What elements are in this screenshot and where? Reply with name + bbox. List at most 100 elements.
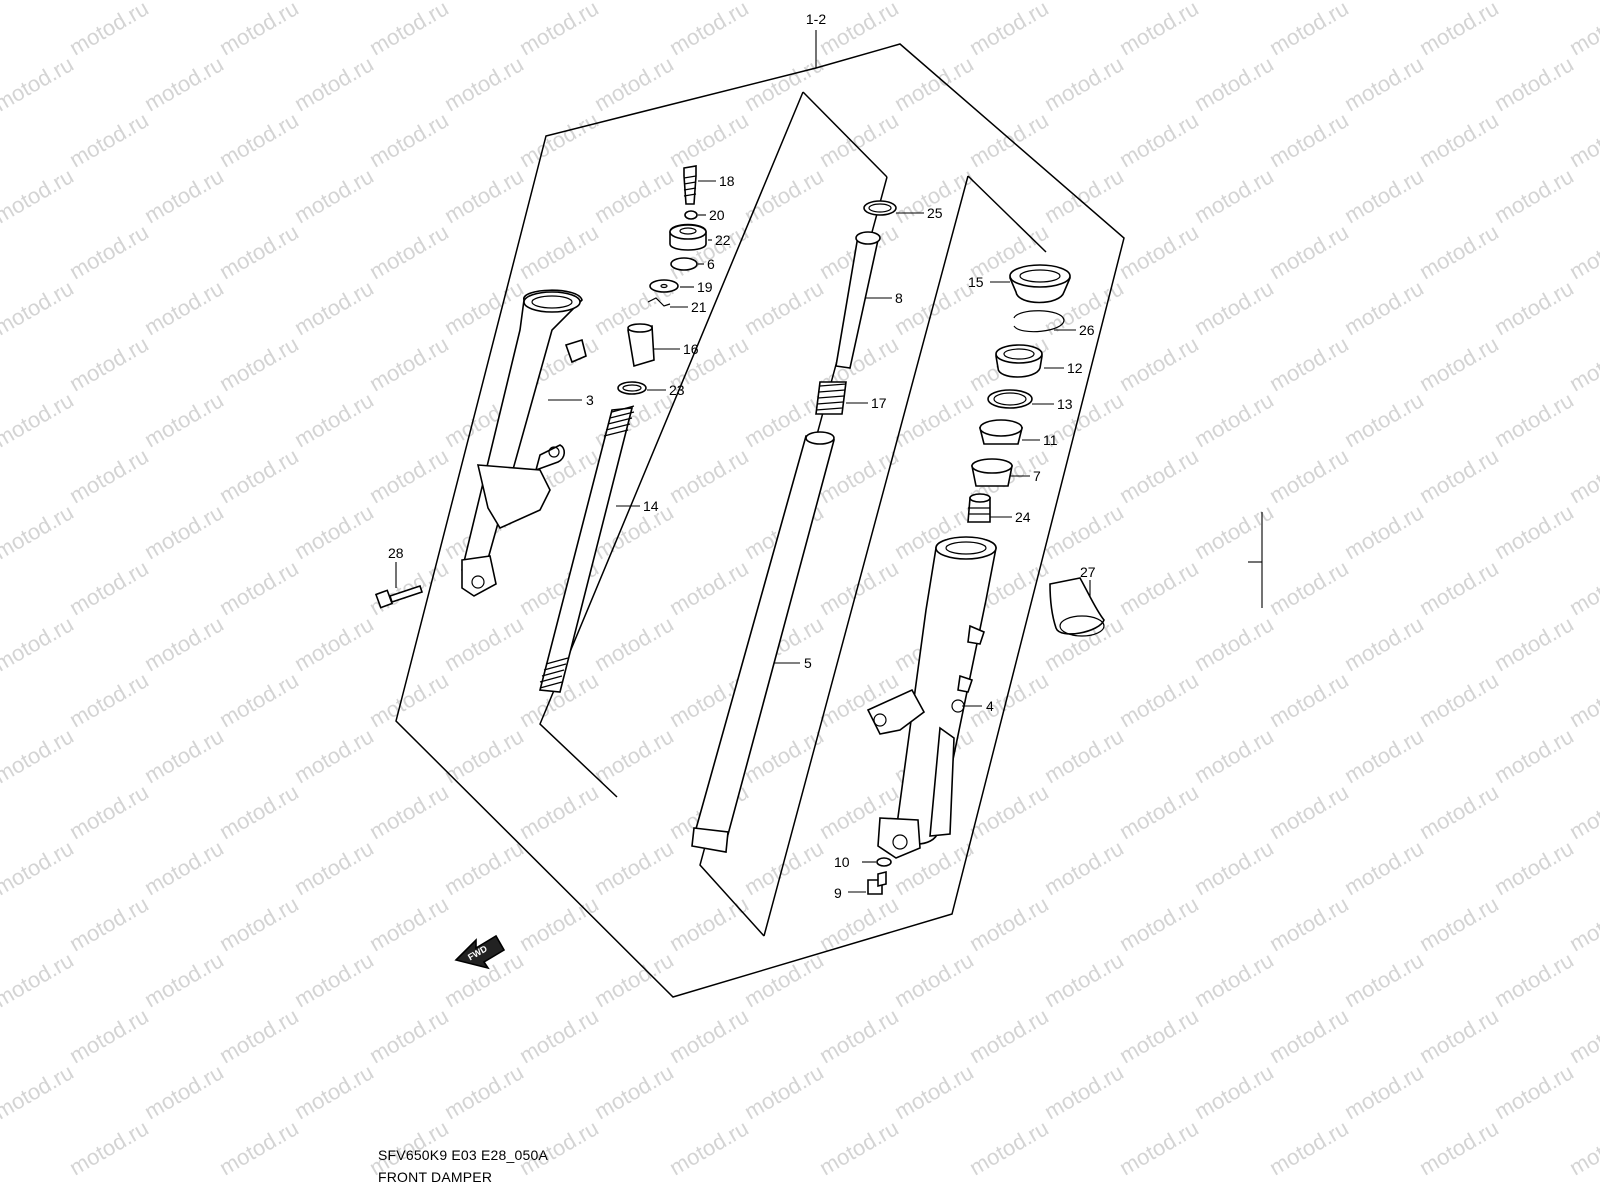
watermark-text: motod.ru	[0, 0, 78, 4]
watermark-text: motod.ru	[1415, 331, 1503, 396]
watermark-text: motod.ru	[1565, 555, 1600, 620]
watermark-text: motod.ru	[65, 891, 153, 956]
label-8: 8	[895, 290, 903, 306]
watermark-text: motod.ru	[1115, 779, 1203, 844]
watermark-text: motod.ru	[1190, 723, 1278, 788]
watermark-text: motod.ru	[1190, 0, 1278, 4]
watermark-text: motod.ru	[0, 275, 78, 340]
watermark-text: motod.ru	[365, 219, 453, 284]
label-12: 12	[1067, 360, 1083, 376]
watermark-text: motod.ru	[1340, 51, 1428, 116]
watermark-text: motod.ru	[1115, 331, 1203, 396]
watermark-text: motod.ru	[665, 1003, 753, 1068]
watermark-text: motod.ru	[740, 835, 828, 900]
watermark-text: motod.ru	[440, 1059, 528, 1124]
watermark-text: motod.ru	[140, 835, 228, 900]
watermark-text: motod.ru	[965, 1003, 1053, 1068]
watermark-text: motod.ru	[65, 1115, 153, 1180]
watermark-text: motod.ru	[815, 1115, 903, 1180]
watermark-text: motod.ru	[1340, 947, 1428, 1012]
watermark-text: motod.ru	[215, 107, 303, 172]
watermark-text: motod.ru	[515, 891, 603, 956]
watermark-text: motod.ru	[1490, 499, 1578, 564]
watermark-text: motod.ru	[1040, 499, 1128, 564]
watermark-text: motod.ru	[65, 107, 153, 172]
watermark-text: motod.ru	[1415, 0, 1503, 60]
watermark-text: motod.ru	[1490, 163, 1578, 228]
watermark-text: motod.ru	[665, 1115, 753, 1180]
label-26: 26	[1079, 322, 1095, 338]
watermark-text: motod.ru	[65, 555, 153, 620]
watermark-text: motod.ru	[1265, 0, 1353, 60]
watermark-text: motod.ru	[215, 1003, 303, 1068]
watermark-text: motod.ru	[1190, 499, 1278, 564]
watermark-text: motod.ru	[1490, 947, 1578, 1012]
watermark-text: motod.ru	[965, 107, 1053, 172]
label-28: 28	[388, 545, 404, 561]
spacer-16	[627, 323, 655, 368]
watermark-text: motod.ru	[515, 0, 603, 60]
watermark-text: motod.ru	[140, 1059, 228, 1124]
washer-23	[617, 381, 647, 395]
watermark-text: motod.ru	[815, 555, 903, 620]
rebound-spring-17	[815, 381, 847, 415]
watermark-text: motod.ru	[215, 667, 303, 732]
watermark-text: motod.ru	[1565, 443, 1600, 508]
label-11: 11	[1043, 432, 1058, 448]
label-17: 17	[871, 395, 887, 411]
watermark-text: motod.ru	[1040, 835, 1128, 900]
watermark-text: motod.ru	[440, 163, 528, 228]
oil-seal-12	[995, 344, 1043, 378]
spring-group-outline	[539, 91, 804, 798]
watermark-text: motod.ru	[1265, 1115, 1353, 1180]
watermark-text: motod.ru	[215, 1115, 303, 1180]
watermark-text: motod.ru	[740, 275, 828, 340]
label-16: 16	[683, 341, 699, 357]
watermark-text: motod.ru	[965, 667, 1053, 732]
watermark-text: motod.ru	[1565, 1115, 1600, 1180]
label-25: 25	[927, 205, 943, 221]
dust-seal-15	[1009, 264, 1071, 304]
watermark-text: motod.ru	[1490, 275, 1578, 340]
watermark-text: motod.ru	[1490, 723, 1578, 788]
watermark-text: motod.ru	[65, 779, 153, 844]
watermark-text: motod.ru	[1340, 387, 1428, 452]
label-22: 22	[715, 232, 731, 248]
label-20: 20	[709, 207, 725, 223]
inner-tube-5	[691, 431, 836, 853]
watermark-text: motod.ru	[215, 331, 303, 396]
watermark-text: motod.ru	[215, 891, 303, 956]
label-3: 3	[586, 392, 594, 408]
watermark-text: motod.ru	[1115, 443, 1203, 508]
watermark-text: motod.ru	[290, 275, 378, 340]
watermark-text: motod.ru	[140, 723, 228, 788]
watermark-text: motod.ru	[440, 611, 528, 676]
watermark-text: motod.ru	[290, 499, 378, 564]
watermark-text: motod.ru	[140, 163, 228, 228]
watermark-text: motod.ru	[1565, 219, 1600, 284]
watermark-text: motod.ru	[65, 331, 153, 396]
watermark-text: motod.ru	[0, 1003, 3, 1068]
stopper-ring-26	[1013, 310, 1065, 333]
watermark-text: motod.ru	[1490, 387, 1578, 452]
damper-group-outline	[802, 91, 888, 178]
watermark-text: motod.ru	[215, 0, 303, 60]
watermark-text: motod.ru	[365, 443, 453, 508]
watermark-text: motod.ru	[515, 107, 603, 172]
watermark-text: motod.ru	[890, 275, 978, 340]
watermark-text: motod.ru	[140, 275, 228, 340]
watermark-text: motod.ru	[65, 667, 153, 732]
watermark-text: motod.ru	[1490, 1059, 1578, 1124]
watermark-text: motod.ru	[290, 387, 378, 452]
label-21: 21	[691, 299, 707, 315]
forward-arrow: FWD	[454, 934, 506, 970]
watermark-text: motod.ru	[1565, 331, 1600, 396]
o-ring-6	[670, 257, 698, 271]
watermark-text: motod.ru	[1565, 107, 1600, 172]
watermark-text: motod.ru	[290, 835, 378, 900]
diagram-title: FRONT DAMPER	[378, 1169, 493, 1185]
seal-group-outline	[763, 175, 969, 937]
slide-bushing-7	[971, 458, 1013, 487]
label-27: 27	[1080, 564, 1096, 580]
